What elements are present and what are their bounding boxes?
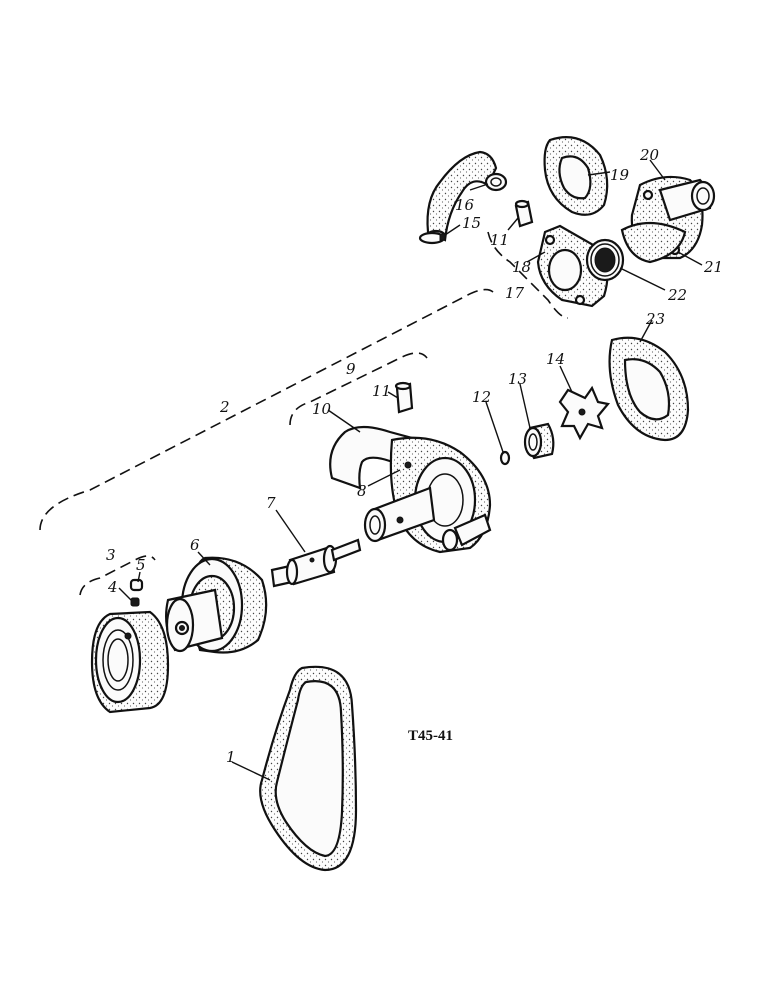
stud-lower <box>394 381 414 414</box>
callout-9: 9 <box>346 360 356 378</box>
v-belt <box>259 665 358 872</box>
callout-18: 18 <box>512 258 531 276</box>
thermostat-22 <box>585 238 625 282</box>
callout-11-upper: 11 <box>490 231 509 249</box>
callout-19: 19 <box>610 166 630 184</box>
hose-clip-16 <box>484 172 508 192</box>
callout-7: 7 <box>266 494 276 512</box>
callout-4: 4 <box>107 578 118 596</box>
callout-10: 10 <box>312 400 332 418</box>
callout-15: 15 <box>462 214 481 232</box>
thermostat-housing <box>536 224 609 308</box>
bracket-3 <box>79 555 156 596</box>
leader-lines <box>118 159 703 781</box>
pulley <box>165 556 268 654</box>
pump-shaft <box>270 538 362 588</box>
callout-21: 21 <box>703 258 723 276</box>
bracket-9 <box>289 352 428 426</box>
bracket-2 <box>39 288 494 531</box>
callout-1: 1 <box>226 748 236 766</box>
impeller-14 <box>558 385 611 441</box>
gasket-19 <box>543 136 609 216</box>
grease-nipple <box>130 597 140 607</box>
water-pump-body <box>329 425 492 554</box>
seal-13 <box>523 422 555 460</box>
callout-14: 14 <box>546 350 565 368</box>
washer-12 <box>499 450 511 466</box>
callout-labels: 1 2 3 4 5 6 7 8 9 10 11 12 13 14 15 16 1… <box>106 146 723 766</box>
callout-12: 12 <box>472 388 491 406</box>
fan-hub <box>90 610 170 714</box>
callout-23: 23 <box>645 310 665 328</box>
callout-16: 16 <box>455 196 475 214</box>
callout-8: 8 <box>357 482 367 500</box>
callout-20: 20 <box>639 146 660 164</box>
figure-reference: T45-41 <box>408 728 453 744</box>
callout-2: 2 <box>219 398 230 416</box>
callout-5: 5 <box>136 556 146 574</box>
gasket-23 <box>608 336 690 442</box>
hose-clip-15 <box>418 231 446 245</box>
callout-13: 13 <box>508 370 527 388</box>
plug <box>129 578 144 592</box>
stud-upper <box>514 199 534 228</box>
gasket-21 <box>620 221 687 264</box>
callout-11-lower: 11 <box>372 382 391 400</box>
callout-22: 22 <box>667 286 687 304</box>
callout-17: 17 <box>505 284 525 302</box>
callout-6: 6 <box>190 536 200 554</box>
callout-3: 3 <box>106 546 116 564</box>
